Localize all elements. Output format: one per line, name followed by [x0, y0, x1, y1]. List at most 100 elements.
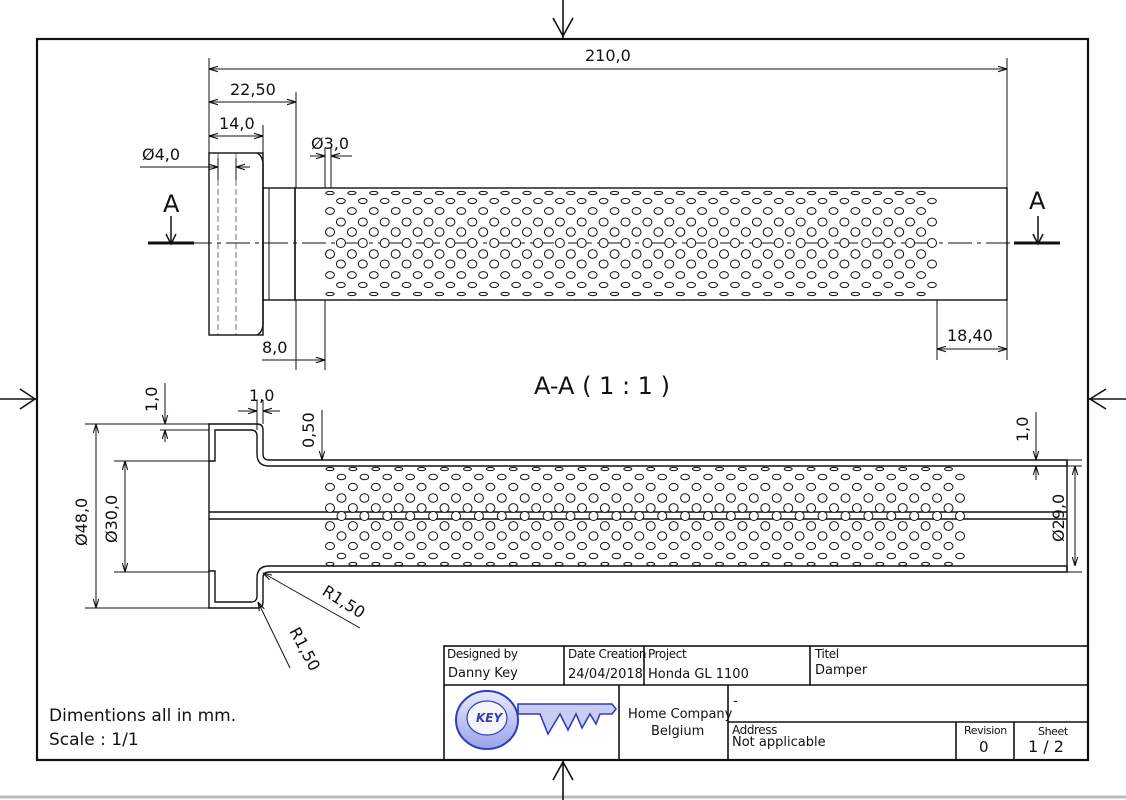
- perforation-hole: [598, 217, 609, 227]
- perforation-hole: [817, 238, 828, 248]
- perforation-hole: [762, 227, 773, 237]
- perforation-hole: [554, 521, 565, 531]
- perforation-hole: [370, 503, 381, 513]
- perforation-hole: [467, 259, 478, 269]
- perforation-hole: [576, 217, 587, 227]
- perforation-hole: [445, 259, 456, 269]
- perforation-hole: [394, 561, 404, 567]
- perforation-hole: [434, 249, 445, 259]
- perforation-hole: [500, 291, 510, 297]
- perforation-hole: [423, 281, 434, 289]
- perforation-hole: [631, 227, 642, 237]
- perforation-hole: [359, 493, 370, 503]
- perforation-hole: [795, 281, 806, 289]
- perforation-hole: [927, 217, 937, 227]
- perforation-hole: [554, 259, 565, 269]
- perforation-hole: [533, 259, 543, 269]
- perforation-hole: [445, 238, 456, 248]
- perforation-hole: [456, 207, 467, 215]
- perforation-hole: [668, 482, 679, 492]
- perforation-hole: [817, 281, 828, 289]
- perforation-hole: [748, 493, 759, 503]
- perforation-hole: [645, 541, 656, 551]
- perforation-hole: [390, 207, 401, 215]
- perforation-hole: [783, 561, 793, 567]
- perforation-hole: [850, 271, 861, 279]
- perforation-hole: [737, 503, 748, 513]
- perforation-hole: [439, 521, 450, 531]
- perforation-hole: [828, 249, 839, 259]
- perforation-hole: [861, 259, 872, 269]
- perforation-hole: [861, 197, 872, 205]
- perforation-hole: [886, 552, 897, 560]
- perforation-hole: [646, 561, 656, 567]
- perforation-hole: [508, 521, 519, 531]
- perforation-hole: [920, 521, 931, 531]
- perforation-hole: [817, 552, 828, 560]
- perforation-hole: [932, 473, 942, 481]
- perforation-hole: [368, 249, 379, 259]
- perforation-hole: [451, 511, 461, 521]
- perforation-hole: [794, 511, 805, 521]
- perforation-hole: [697, 291, 707, 297]
- perforation-hole: [412, 227, 423, 237]
- perforation-hole: [932, 552, 942, 560]
- perforation-hole: [634, 473, 645, 481]
- perforation-hole: [839, 197, 850, 205]
- tube-outline: [294, 187, 1008, 301]
- perforation-hole: [588, 473, 599, 481]
- flange-chamfer: [256, 152, 264, 336]
- title-block: [443, 645, 1089, 761]
- perforation-hole: [325, 541, 335, 551]
- perforation-hole: [423, 197, 434, 205]
- perforation-hole: [531, 466, 541, 472]
- perforation-hole: [748, 531, 759, 541]
- perforation-hole: [348, 561, 358, 567]
- perforation-hole: [554, 503, 565, 513]
- perforation-hole: [405, 511, 416, 521]
- perforation-hole: [653, 227, 664, 237]
- perforation-hole: [588, 511, 599, 521]
- perforation-hole: [905, 281, 915, 289]
- perforation-hole: [920, 482, 931, 492]
- perforation-hole: [875, 466, 885, 472]
- perforation-hole: [485, 561, 495, 567]
- dim-perf-hole: Ø3,0: [311, 134, 349, 153]
- perforation-hole: [863, 552, 874, 560]
- perforation-hole: [795, 238, 806, 248]
- perforation-hole: [489, 259, 500, 269]
- perforation-hole: [783, 482, 794, 492]
- top-view: [150, 152, 1060, 336]
- perforation-hole: [631, 291, 642, 297]
- perforation-hole: [748, 511, 759, 521]
- perforation-hole: [657, 511, 668, 521]
- value-date: 24/04/2018: [568, 667, 643, 682]
- perforation-hole: [391, 190, 401, 196]
- perforation-hole: [416, 482, 427, 492]
- perforation-hole: [697, 249, 708, 259]
- perforation-hole: [669, 561, 679, 567]
- perforation-hole: [943, 521, 954, 531]
- perforation-hole: [434, 271, 445, 279]
- perforation-hole: [760, 561, 770, 567]
- perforation-hole: [691, 482, 702, 492]
- perforation-hole: [737, 561, 747, 567]
- perforation-hole: [737, 482, 748, 492]
- perforation-hole: [566, 190, 576, 196]
- perforation-hole: [686, 281, 697, 289]
- perforation-hole: [806, 190, 817, 196]
- perforation-hole: [760, 541, 771, 551]
- note-scale: Scale : 1/1: [49, 730, 139, 750]
- perforation-hole: [423, 217, 434, 227]
- perforation-hole: [719, 291, 729, 297]
- value-address: Not applicable: [732, 735, 826, 750]
- perforation-hole: [620, 238, 631, 248]
- perforation-hole: [875, 561, 885, 567]
- perforation-hole: [686, 259, 697, 269]
- perforation-hole: [599, 521, 610, 531]
- perforation-hole: [794, 493, 805, 503]
- perforation-hole: [762, 207, 773, 215]
- perforation-hole: [795, 217, 806, 227]
- perforation-hole: [631, 207, 642, 215]
- perforation-hole: [714, 521, 725, 531]
